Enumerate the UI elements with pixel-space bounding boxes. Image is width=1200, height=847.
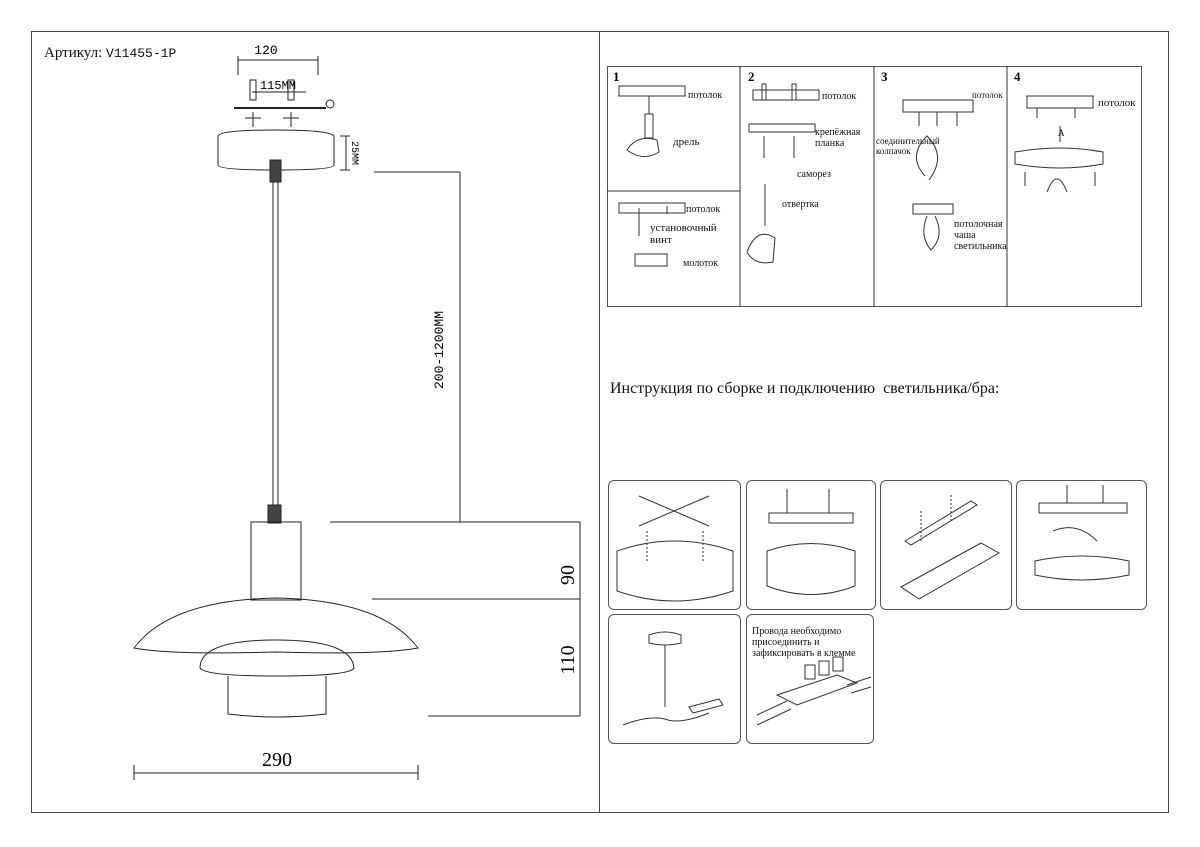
mounting-steps-drawing: 1 2 3 4 A [607, 66, 1104, 307]
dim-290-label: 290 [262, 749, 292, 771]
step-4-number: 4 [1014, 69, 1021, 84]
step-1-number: 1 [613, 69, 620, 84]
article-line: Артикул: V11455-1P [44, 45, 176, 62]
panel-4-drawing [1034, 485, 1130, 581]
panel-2-drawing [766, 489, 856, 595]
assembly-panel-5 [608, 614, 741, 744]
step1b-setting-screw-label: установочный винт [650, 222, 717, 246]
top-shade [133, 597, 419, 654]
assembly-panel-3 [880, 480, 1012, 610]
dim-90-label: 90 [557, 565, 579, 585]
middle-shade [199, 639, 355, 677]
article-label: Артикул: [44, 45, 103, 61]
step2-ceiling-label: потолок [822, 91, 857, 102]
step2-screw-label: саморез [797, 169, 831, 180]
step-2-number: 2 [748, 69, 755, 84]
dim-115-label: 115MM [260, 79, 296, 93]
step3-ceiling-cup-label: потолочная чаша светильника [954, 219, 1007, 252]
assembly-panel-1 [608, 480, 741, 610]
step-3-number: 3 [881, 69, 888, 84]
step-4-arrow-label: A [1058, 128, 1065, 138]
step1b-hammer-label: молоток [683, 258, 719, 269]
step3-ceiling-label: потолок [972, 90, 1003, 100]
dim-25-label: 25MM [348, 141, 359, 165]
cable-gland-top [269, 159, 282, 183]
cable-gland-bottom [267, 504, 282, 524]
assembly-panel-6 [746, 614, 874, 744]
panel-3-drawing [900, 495, 1001, 600]
dim-110-label: 110 [557, 645, 579, 674]
step1-drill-label: дрель [673, 136, 700, 148]
step1-ceiling-label: потолок [688, 90, 723, 101]
article-code: V11455-1P [106, 46, 177, 61]
product-dimension-drawing: 120 115MM 25MM 200-1200MM 90 110 290 [133, 43, 581, 780]
assembly-heading: Инструкция по сборке и подключению свети… [610, 380, 1000, 397]
step2-screwdriver-label: отвертка [782, 199, 819, 210]
assembly-panel-4 [1016, 480, 1147, 610]
page-divider [599, 31, 600, 813]
lamp-body [250, 521, 302, 601]
step2-bracket-label: крепёжная планка [815, 127, 861, 149]
step1b-ceiling-label: потолок [686, 204, 721, 215]
panel-5-drawing [622, 631, 724, 726]
dim-120-label: 120 [254, 43, 277, 58]
dim-cable-label: 200-1200MM [432, 311, 447, 389]
page-frame [31, 31, 1169, 813]
assembly-panel-2 [746, 480, 876, 610]
bottom-shade [227, 676, 327, 718]
canopy-outline [217, 129, 335, 171]
step4-ceiling-label: потолок [1098, 97, 1136, 109]
panel-1-drawing [616, 495, 734, 602]
wiring-note: Провода необходимо присоединить и зафикс… [752, 626, 856, 659]
panel-6-drawing [756, 656, 872, 726]
step3-connector-cap-label: соединительный колпачок [876, 136, 940, 156]
